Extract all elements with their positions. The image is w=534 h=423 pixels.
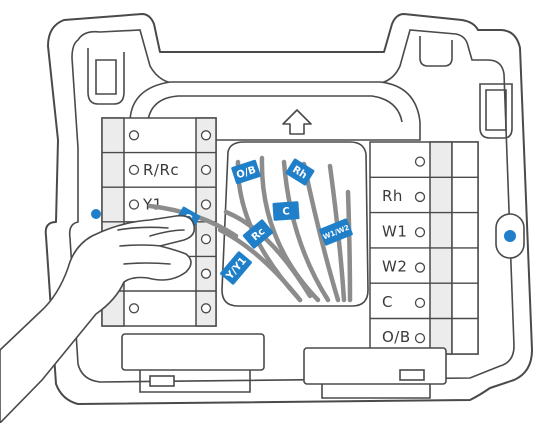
left-terminal xyxy=(128,130,212,141)
terminal-label: W2 xyxy=(382,258,407,276)
terminal-label: O/B xyxy=(382,328,411,346)
screw-icon xyxy=(200,164,212,176)
right-terminal: W1 xyxy=(370,211,478,240)
screw-icon xyxy=(414,332,426,344)
level-bubble-icon xyxy=(91,209,525,259)
up-arrow-icon xyxy=(282,109,312,135)
screw-icon xyxy=(414,297,426,309)
left-terminal xyxy=(102,290,216,314)
screw-icon xyxy=(200,268,212,279)
screw-icon xyxy=(200,303,212,314)
screw-icon xyxy=(414,191,426,203)
hand-icon xyxy=(0,214,196,423)
screw-icon xyxy=(200,199,212,210)
screw-icon xyxy=(414,156,426,167)
wire-tag: Rh xyxy=(285,158,315,186)
screw-icon xyxy=(128,130,140,141)
wire-tag: Rc xyxy=(242,219,274,249)
terminal-label: C xyxy=(382,293,393,311)
terminal-label: W1 xyxy=(382,222,407,240)
screw-icon xyxy=(414,262,426,273)
wire-tag: O/B xyxy=(231,159,261,185)
screw-icon xyxy=(414,227,426,238)
terminal-label: Rh xyxy=(382,187,403,205)
left-terminal: R/Rc xyxy=(102,151,216,179)
right-terminal: O/B xyxy=(370,317,478,346)
right-terminal: C xyxy=(370,282,478,311)
screw-icon xyxy=(200,233,212,245)
screw-icon xyxy=(128,303,140,314)
right-terminal: W2 xyxy=(370,247,478,276)
wire-tag: C xyxy=(272,201,300,221)
terminal-label: R/Rc xyxy=(143,161,179,179)
screw-icon xyxy=(128,199,140,210)
wire-tag-label: C xyxy=(282,206,290,217)
right-terminal: Rh xyxy=(370,176,478,205)
screw-icon xyxy=(200,130,212,141)
right-terminal xyxy=(414,156,426,167)
inner-frame xyxy=(68,29,515,383)
wire-tag: W1/W2 xyxy=(319,218,353,246)
screw-icon xyxy=(128,164,140,176)
bottom-clips xyxy=(121,333,447,399)
